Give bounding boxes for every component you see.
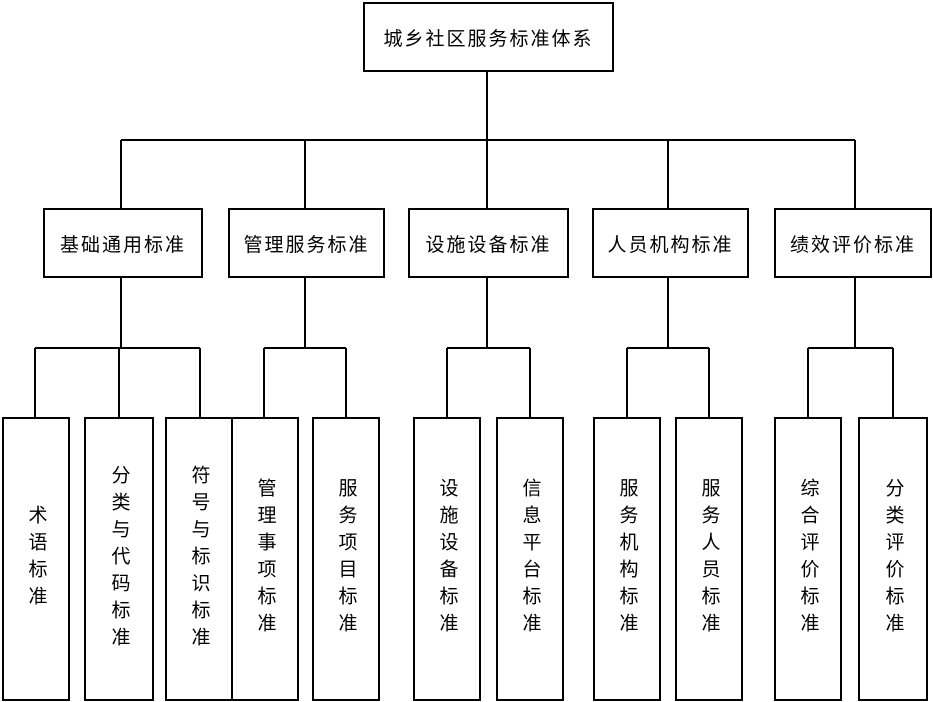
leaf-node: 术语标准 xyxy=(2,417,70,701)
category-label: 人员机构标准 xyxy=(607,233,734,256)
leaf-label: 服务项目标准 xyxy=(335,478,358,640)
category-label: 基础通用标准 xyxy=(59,233,186,256)
category-node-facilities: 设施设备标准 xyxy=(408,208,569,278)
root-node: 城乡社区服务标准体系 xyxy=(363,2,614,72)
category-label: 管理服务标准 xyxy=(243,233,370,256)
leaf-node: 综合评价标准 xyxy=(774,417,842,701)
category-node-evaluation: 绩效评价标准 xyxy=(774,208,932,278)
leaf-label: 综合评价标准 xyxy=(797,478,820,640)
leaf-label: 分类与代码标准 xyxy=(108,464,131,654)
leaf-node: 分类评价标准 xyxy=(858,417,928,701)
leaf-node: 分类与代码标准 xyxy=(84,417,154,701)
category-label: 绩效评价标准 xyxy=(789,233,916,256)
leaf-label: 服务机构标准 xyxy=(616,478,639,640)
leaf-label: 分类评价标准 xyxy=(882,478,905,640)
leaf-node: 设施设备标准 xyxy=(413,417,481,701)
leaf-node: 服务机构标准 xyxy=(593,417,661,701)
leaf-node: 管理事项标准 xyxy=(231,417,299,701)
leaf-label: 服务人员标准 xyxy=(698,478,721,640)
leaf-node: 信息平台标准 xyxy=(496,417,564,701)
leaf-label: 术语标准 xyxy=(25,505,48,613)
leaf-label: 管理事项标准 xyxy=(254,478,277,640)
category-node-management: 管理服务标准 xyxy=(228,208,385,278)
category-node-personnel: 人员机构标准 xyxy=(592,208,749,278)
leaf-label: 符号与标识标准 xyxy=(188,464,211,654)
leaf-node: 服务项目标准 xyxy=(312,417,380,701)
leaf-label: 信息平台标准 xyxy=(519,478,542,640)
leaf-label: 设施设备标准 xyxy=(436,478,459,640)
leaf-node: 符号与标识标准 xyxy=(165,417,233,701)
leaf-node: 服务人员标准 xyxy=(675,417,743,701)
category-node-basic: 基础通用标准 xyxy=(43,208,203,278)
root-label: 城乡社区服务标准体系 xyxy=(383,27,594,50)
category-label: 设施设备标准 xyxy=(425,233,552,256)
